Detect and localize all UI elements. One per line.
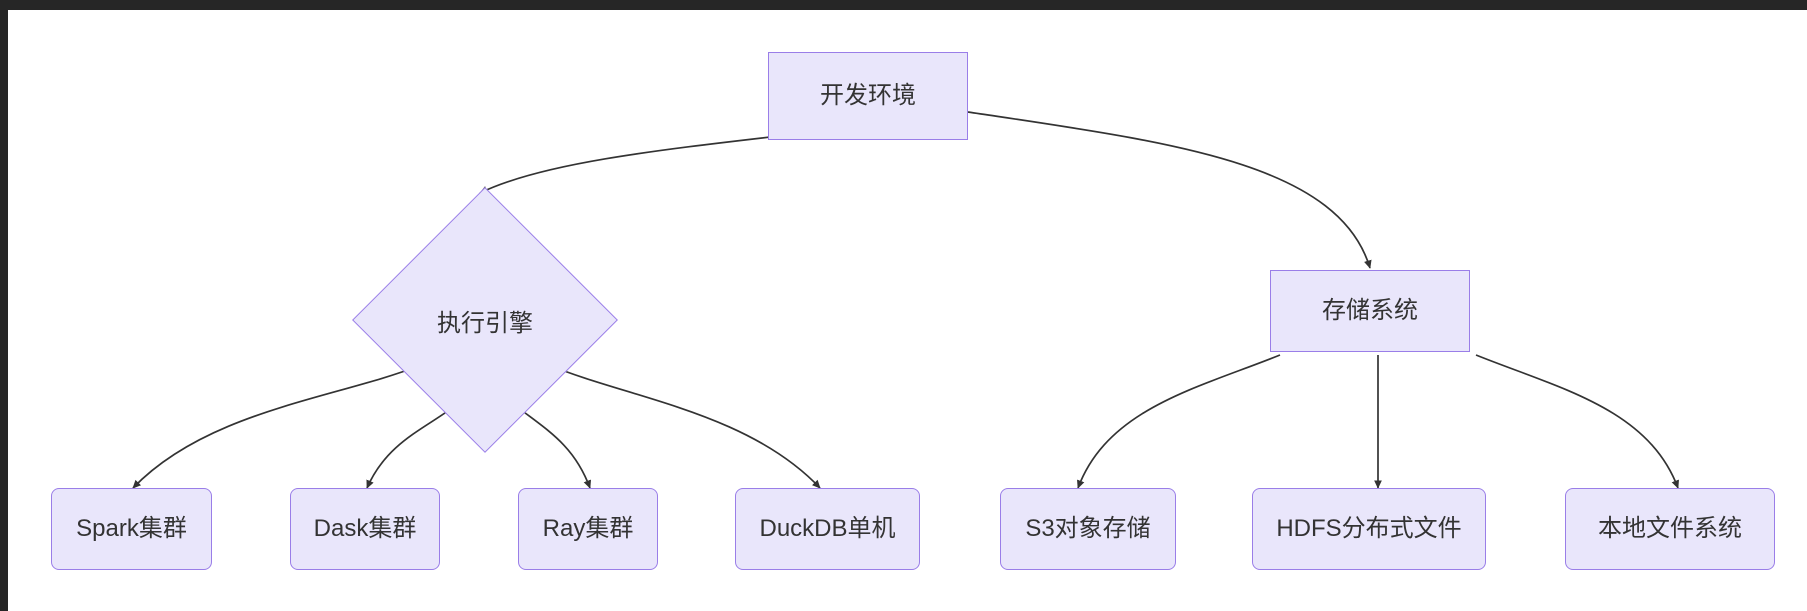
node-label: 开发环境 — [820, 81, 916, 109]
node-s3-object-storage[interactable]: S3对象存储 — [1000, 488, 1176, 570]
node-label: 存储系统 — [1322, 296, 1418, 324]
node-execution-engine[interactable]: 执行引擎 — [352, 187, 618, 453]
node-spark-cluster[interactable]: Spark集群 — [51, 488, 212, 570]
edge-storage-local — [1475, 354, 1679, 489]
flowchart-canvas: 开发环境 执行引擎 存储系统 Spark集群 Dask集群 Ray集群 Duck… — [8, 10, 1807, 611]
node-label: HDFS分布式文件 — [1276, 514, 1462, 542]
node-dev-environment[interactable]: 开发环境 — [768, 52, 968, 140]
node-label: DuckDB单机 — [759, 514, 896, 542]
node-label: Dask集群 — [313, 514, 417, 542]
edge-storage-s3 — [1077, 354, 1281, 489]
node-dask-cluster[interactable]: Dask集群 — [290, 488, 440, 570]
node-ray-cluster[interactable]: Ray集群 — [518, 488, 658, 570]
node-duckdb-standalone[interactable]: DuckDB单机 — [735, 488, 920, 570]
edge-dev-storage — [967, 111, 1372, 269]
node-label: Spark集群 — [76, 514, 187, 542]
node-storage-system[interactable]: 存储系统 — [1270, 270, 1470, 352]
node-label: Ray集群 — [542, 514, 634, 542]
node-label: 本地文件系统 — [1598, 514, 1742, 542]
node-label: 执行引擎 — [437, 309, 533, 337]
node-hdfs-distributed-file[interactable]: HDFS分布式文件 — [1252, 488, 1486, 570]
node-local-file-system[interactable]: 本地文件系统 — [1565, 488, 1775, 570]
node-label: S3对象存储 — [1025, 514, 1151, 542]
